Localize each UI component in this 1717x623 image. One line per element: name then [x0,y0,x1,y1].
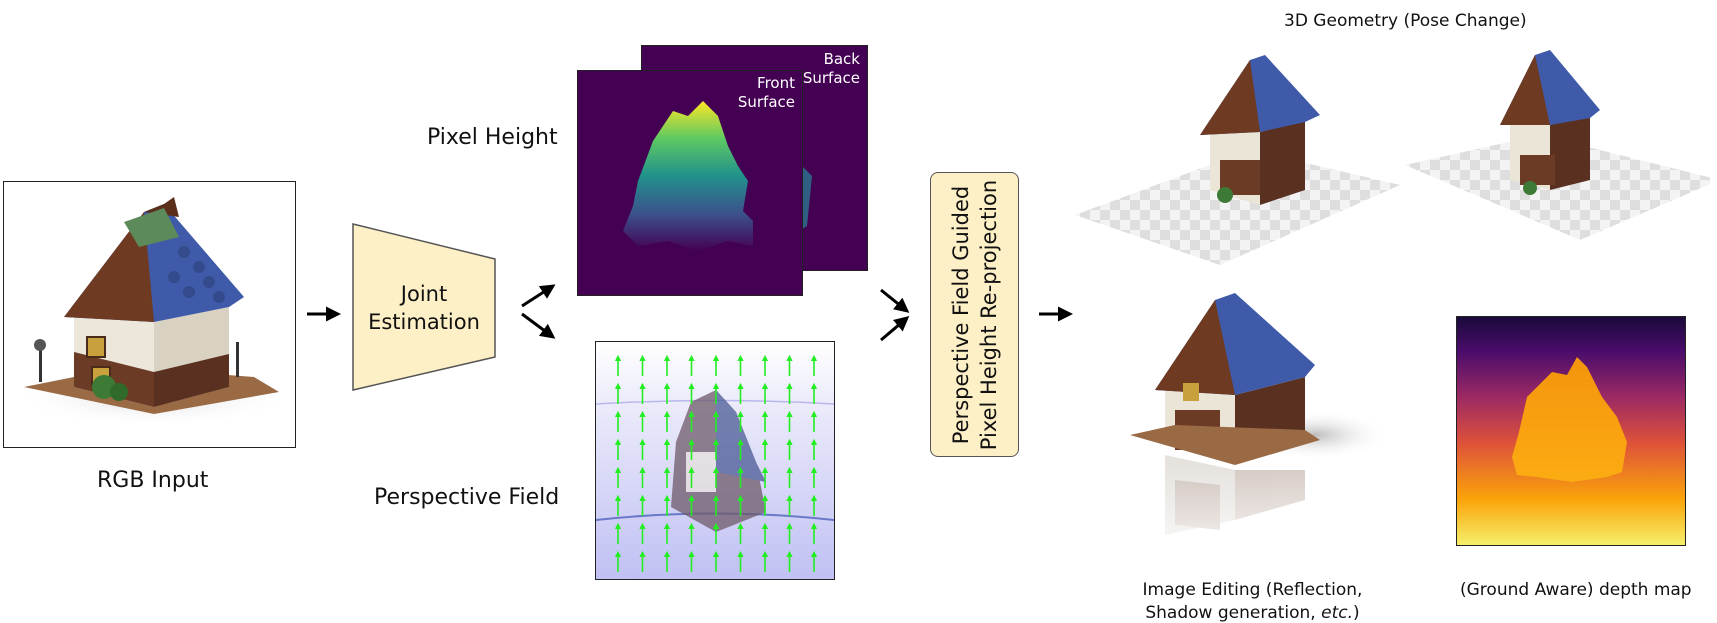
arrow-field-to-reproj [880,316,910,342]
editing-label: Image Editing (Reflection, Shadow genera… [1140,579,1365,623]
house-view-right [1500,50,1600,195]
rgb-input-panel [3,181,296,448]
image-editing-view [1115,293,1395,575]
joint-line-2: Estimation [368,310,480,334]
editing-line-1: Image Editing (Reflection, [1142,580,1363,600]
geometry-views [1075,50,1710,265]
front-line-1: Front [757,74,795,92]
geometry-label: 3D Geometry (Pose Change) [1284,11,1527,31]
house-image [14,197,294,427]
reproj-line-2: Pixel Height Re-projection [976,179,1001,450]
joint-estimation-label: Joint Estimation [353,280,495,336]
editing-line-2: Shadow generation, etc.) [1140,602,1365,623]
joint-estimation-box [352,223,496,391]
perspective-field-label: Perspective Field [374,485,560,510]
editing-line-2-suffix: ) [1352,603,1360,623]
arrow-joint-to-field [521,312,556,339]
front-line-2: Surface [737,93,795,111]
perspective-field-map [595,342,835,579]
reproj-line-1: Perspective Field Guided [948,185,973,444]
perspective-field-panel [595,341,835,580]
house-view-left [1200,55,1320,205]
front-surface-map [623,101,753,251]
reprojection-box: Perspective Field Guided Pixel Height Re… [930,172,1019,457]
depth-map-image [1457,317,1685,545]
edited-house [1130,293,1320,465]
field-house [671,390,766,532]
pixel-height-label: Pixel Height [427,125,558,150]
depth-map-label: (Ground Aware) depth map [1460,580,1692,600]
front-surface-panel [577,70,803,296]
back-line-1: Back [823,50,860,68]
ground-plane-left [1075,150,1400,265]
joint-line-1: Joint [400,282,448,306]
front-surface-label: Front Surface [735,74,795,112]
rgb-input-label: RGB Input [97,468,209,493]
editing-line-2-prefix: Shadow generation, [1145,603,1322,623]
field-arrows [614,354,818,572]
arrow-height-to-reproj [880,288,910,313]
depth-map-panel [1456,316,1686,546]
back-surface-label: Back Surface [800,50,860,88]
back-line-2: Surface [802,69,860,87]
editing-line-2-italic: etc. [1321,603,1353,623]
arrow-joint-to-height [521,284,556,308]
reprojection-label: Perspective Field Guided Pixel Height Re… [947,179,1003,449]
